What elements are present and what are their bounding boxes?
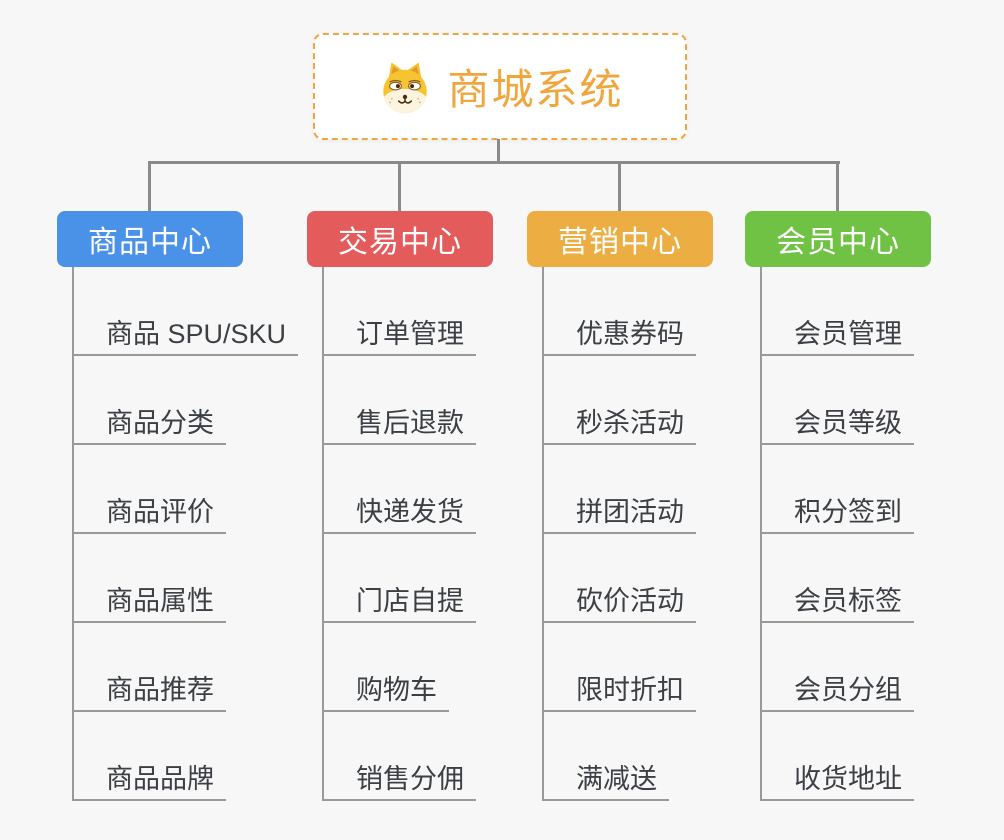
leaf-node[interactable]: 销售分佣 [322, 759, 476, 801]
branch-node-product-center[interactable]: 商品中心 [57, 211, 243, 267]
branch-node-marketing-center[interactable]: 营销中心 [527, 211, 713, 267]
leaf-node[interactable]: 门店自提 [322, 581, 476, 623]
leaf-node[interactable]: 优惠券码 [542, 314, 696, 356]
connector-root-drop [497, 139, 500, 164]
leaf-node[interactable]: 会员分组 [760, 670, 914, 712]
leaf-node[interactable]: 秒杀活动 [542, 403, 696, 445]
root-node-label: 商城系统 [447, 66, 624, 113]
leaf-node[interactable]: 商品分类 [72, 403, 226, 445]
leaf-node[interactable]: 会员管理 [760, 314, 914, 356]
leaf-node[interactable]: 会员标签 [760, 581, 914, 623]
leaf-node[interactable]: 商品评价 [72, 492, 226, 534]
leaf-node[interactable]: 快递发货 [322, 492, 476, 534]
connector-main-horizontal [149, 161, 840, 164]
connector-leaves-branch-4 [760, 267, 762, 801]
leaf-node[interactable]: 限时折扣 [542, 670, 696, 712]
connector-drop-branch-1 [148, 161, 151, 213]
shiba-dog-icon [383, 62, 428, 113]
leaf-node[interactable]: 满减送 [542, 759, 669, 801]
leaf-node[interactable]: 商品属性 [72, 581, 226, 623]
branch-node-member-center[interactable]: 会员中心 [745, 211, 931, 267]
leaf-node[interactable]: 商品推荐 [72, 670, 226, 712]
leaf-node[interactable]: 会员等级 [760, 403, 914, 445]
connector-drop-branch-2 [398, 161, 401, 213]
leaf-node[interactable]: 售后退款 [322, 403, 476, 445]
branch-node-trade-center[interactable]: 交易中心 [307, 211, 493, 267]
connector-drop-branch-3 [618, 161, 621, 213]
connector-leaves-branch-2 [322, 267, 324, 801]
leaf-node[interactable]: 订单管理 [322, 314, 476, 356]
root-node[interactable]: 商城系统 [313, 33, 687, 140]
leaf-node[interactable]: 砍价活动 [542, 581, 696, 623]
leaf-node[interactable]: 商品品牌 [72, 759, 226, 801]
leaf-node[interactable]: 购物车 [322, 670, 449, 712]
leaf-node[interactable]: 积分签到 [760, 492, 914, 534]
connector-leaves-branch-3 [542, 267, 544, 801]
connector-leaves-branch-1 [72, 267, 74, 801]
leaf-node[interactable]: 收货地址 [760, 759, 914, 801]
leaf-node[interactable]: 商品 SPU/SKU [72, 314, 299, 356]
connector-drop-branch-4 [836, 161, 839, 213]
leaf-node[interactable]: 拼团活动 [542, 492, 696, 534]
